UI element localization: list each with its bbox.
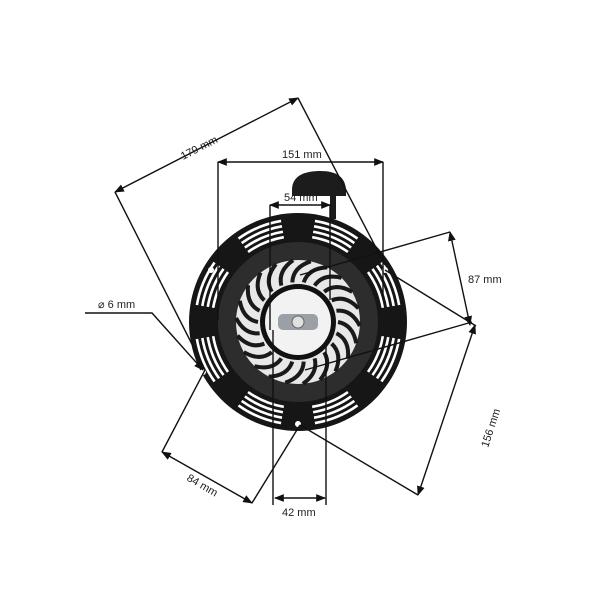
fan-fin [245,284,261,313]
fan-fin [234,317,260,336]
label-87mm: 87 mm [468,274,502,286]
vent-slot [211,335,230,373]
vent-slot [247,390,285,409]
vent-slot [312,395,352,414]
fan-fin [268,360,295,379]
label-42mm: 42 mm [282,507,316,519]
vent-slot [311,235,349,254]
fan-fin [278,258,295,287]
vent-slot [380,338,401,383]
vent-slot [244,395,284,414]
vent-slot [240,399,283,419]
fan-fin [301,357,318,386]
vent-slot [366,335,385,373]
fan-fin [312,274,343,287]
label-hole-diameter: ⌀ 6 mm [98,299,135,311]
fan-fin [330,342,341,373]
center-bolt [291,315,305,329]
vent-slot [206,268,225,308]
vent-slot [314,219,359,240]
vent-slot [201,337,221,380]
vent-slot [311,390,349,409]
vent-slot [247,235,285,254]
pull-handle [292,170,346,219]
vent-slot [375,337,395,380]
vent-slot [375,264,395,307]
label-156mm: 156 mm [479,407,503,449]
vent-slot [366,271,385,309]
fan-fin [253,357,284,370]
recoil-starter-image [189,170,407,431]
vent-slot [244,230,284,249]
mount-hole [208,267,214,273]
vent-slot [313,399,356,419]
fan-fin [337,320,359,344]
housing-vents [195,219,401,425]
vent-slot [313,225,356,245]
fan-fin [236,334,266,348]
vent-slot [314,404,359,425]
vent-slot [237,219,282,240]
fan-fins [234,258,362,386]
fan-fin [318,351,330,382]
vent-slot [237,404,282,425]
vent-slot [312,230,352,249]
label-179mm: 179 mm [179,134,220,163]
vent-slot [195,261,216,306]
fan-fin [266,262,278,293]
vent-slot [240,225,283,245]
dimension-lines [85,97,477,505]
fan-fin [237,300,259,324]
vent-slot [206,336,225,376]
fan-fin [242,350,274,359]
label-54mm: 54 mm [284,192,318,204]
fan-fin [284,361,306,385]
fan-fin [336,308,362,327]
fan-fin [255,271,266,302]
fan-fin [335,331,351,360]
fan-fin [290,259,312,283]
fan-fin [322,285,354,294]
vent-slot [371,336,390,376]
fan-fin [330,296,360,310]
label-151mm: 151 mm [282,149,322,161]
label-84mm: 84 mm [185,472,220,499]
